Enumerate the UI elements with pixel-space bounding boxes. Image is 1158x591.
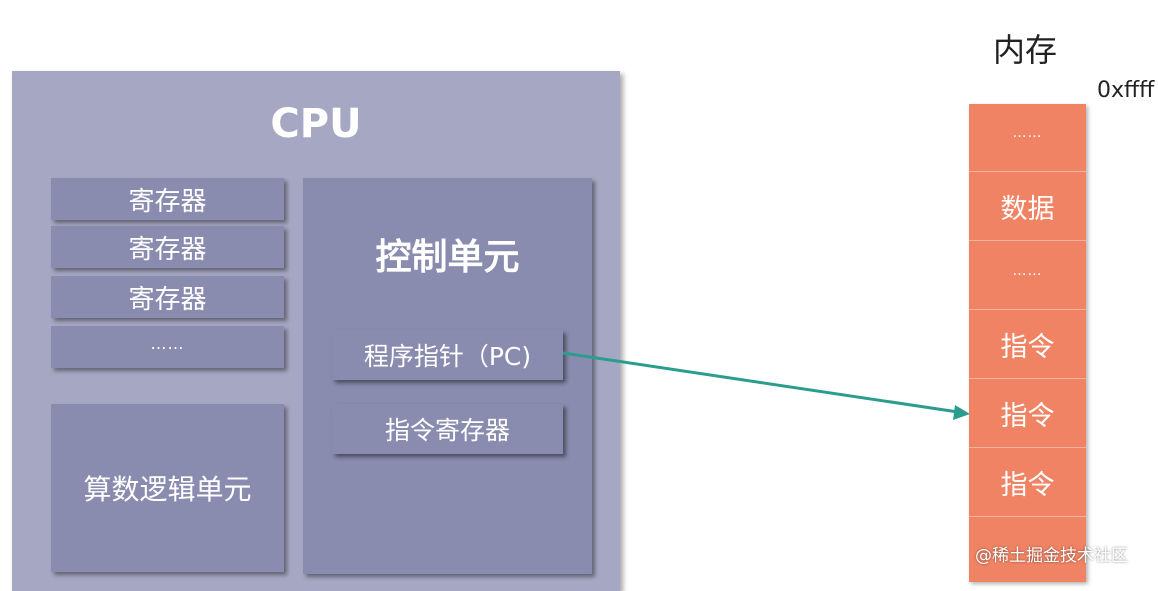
memory-cell-5: 指令 — [969, 380, 1086, 448]
register-2: 寄存器 — [51, 226, 284, 268]
memory-cell-3: …… — [969, 242, 1086, 310]
program-counter: 程序指针（PC) — [332, 330, 563, 380]
cpu-title: CPU — [270, 101, 362, 147]
register-3: 寄存器 — [51, 276, 284, 318]
memory-column — [969, 104, 1086, 582]
memory-title: 内存 — [992, 31, 1057, 69]
memory-top-address: 0xffff — [1097, 78, 1155, 103]
memory-cell-4: 指令 — [969, 311, 1086, 379]
instruction-register: 指令寄存器 — [332, 404, 563, 454]
memory-cell-6: 指令 — [969, 449, 1086, 517]
arrow-line — [562, 351, 959, 414]
memory-cell-1: …… — [969, 104, 1086, 172]
memory-cell-2: 数据 — [969, 173, 1086, 241]
control-unit-title: 控制单元 — [375, 237, 520, 278]
arrow-head — [953, 405, 970, 420]
alu-block: 算数逻辑单元 — [51, 404, 284, 572]
watermark: @稀土掘金技术社区 — [975, 546, 1128, 566]
register-1: 寄存器 — [51, 178, 284, 220]
register-ellipsis: …… — [51, 326, 284, 368]
